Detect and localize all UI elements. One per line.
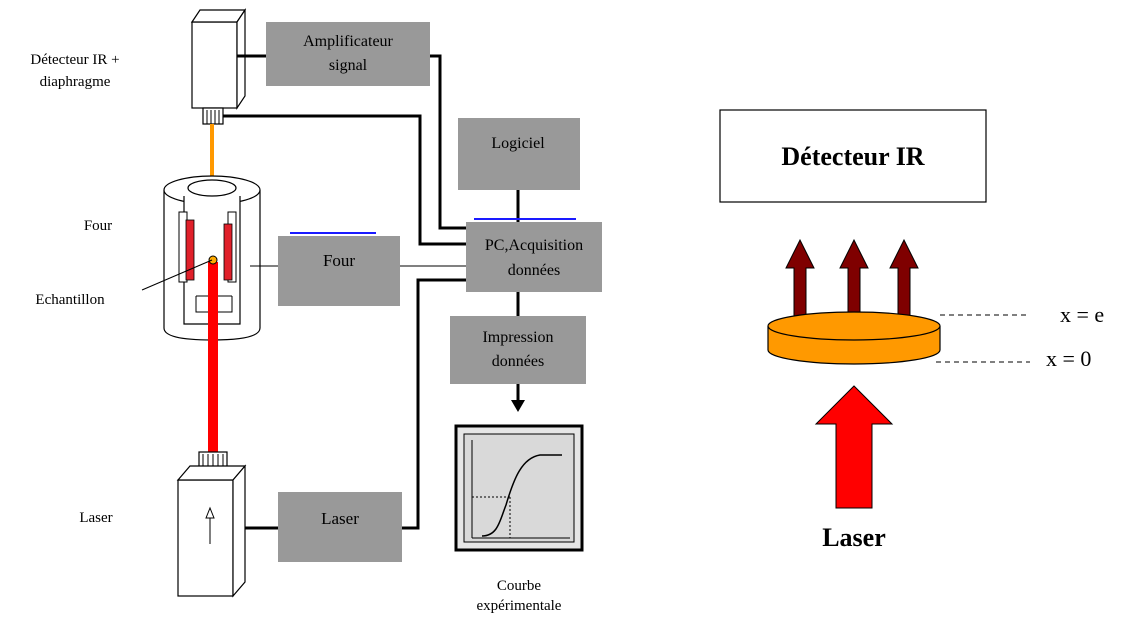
courbe-curve [481, 454, 562, 537]
emission-arrows [785, 238, 919, 319]
heater-left [185, 219, 195, 281]
impression-label-line2: données [492, 353, 544, 370]
pc-label-line2: données [508, 262, 560, 279]
label-x-e: x = e [1060, 302, 1104, 327]
right-laser-label: Laser [822, 523, 886, 552]
impression-box: Impression données [450, 316, 586, 384]
impression-label-line1: Impression [482, 329, 553, 346]
laser-device [176, 451, 247, 598]
label-echantillon: Echantillon [35, 292, 105, 308]
laser-arrow [814, 385, 894, 509]
heater-right [223, 223, 233, 281]
emission-arrow-3 [889, 238, 919, 319]
sample-dot [208, 255, 218, 265]
emission-arrow-1 [785, 238, 815, 319]
laser-box-label: Laser [321, 509, 359, 528]
pc-acquisition-box: PC,Acquisition données [466, 218, 602, 292]
logiciel-label: Logiciel [491, 135, 545, 152]
label-detecteur-line1: Détecteur IR + [30, 52, 119, 68]
wiring [223, 54, 520, 530]
courbe-label-line1: Courbe [497, 578, 542, 594]
sample-disk [767, 311, 941, 365]
detector-ir-box: Détecteur IR [719, 109, 987, 203]
laser-box: Laser [278, 492, 402, 562]
four-box: Four [278, 232, 400, 306]
pc-label-line1: PC,Acquisition [485, 237, 583, 254]
label-detecteur-line2: diaphragme [40, 74, 111, 90]
logiciel-box: Logiciel [458, 118, 580, 190]
emission-arrow-2 [839, 238, 869, 319]
label-x-0: x = 0 [1046, 346, 1091, 371]
amplificateur-label-line2: signal [329, 57, 368, 74]
echantillon-pointer [141, 259, 213, 291]
courbe-monitor [454, 424, 584, 552]
detector-ir-title: Détecteur IR [781, 142, 924, 171]
amplificateur-label-line1: Amplificateur [303, 33, 393, 50]
four-box-label: Four [323, 251, 355, 270]
arrow-to-courbe [511, 400, 525, 412]
ir-detector-device [190, 8, 247, 125]
label-four-left: Four [84, 218, 112, 234]
courbe-label-line2: expérimentale [477, 598, 562, 614]
amplificateur-box: Amplificateur signal [266, 22, 430, 86]
label-laser-left: Laser [79, 510, 112, 526]
